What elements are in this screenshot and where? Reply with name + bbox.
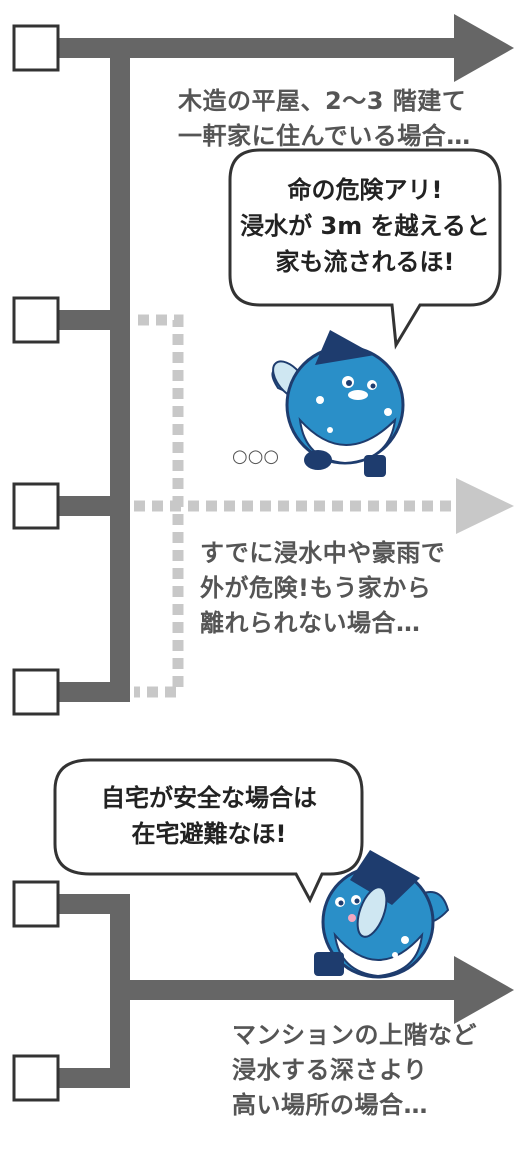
bottom-flow-lines [58,894,514,1088]
branch-text-line: マンションの上階など [232,1021,477,1049]
branch-text-line: すでに浸水中や豪雨で [200,539,446,567]
bubble-text-line: 在宅避難なほ! [131,820,287,848]
bubble-text-line: 家も流されるほ! [275,248,455,276]
checkbox [12,880,60,928]
bubble-text-line: 浸水が 3m を越えると [240,212,490,240]
top-flow-lines [58,14,514,702]
checkbox [12,24,60,72]
checkbox [12,668,60,716]
branch-text-3: マンションの上階など 浸水する深さより 高い場所の場合… [232,1018,477,1123]
speech-bubble-2 [53,758,364,904]
checkbox [12,1054,60,1102]
bubble-text-line: 自宅が安全な場合は [101,784,317,812]
checkbox [12,296,60,344]
dotted-flow-lines [134,314,456,698]
mascot-sitting-icon [314,850,450,979]
branch-text-line: 外が危険!もう家から [200,574,432,602]
checkbox [12,482,60,530]
bubble-text-1: 命の危険アリ! 浸水が 3m を越えると 家も流されるほ! [232,172,498,280]
svg-text:○○○: ○○○ [232,446,279,467]
branch-text-line: 高い場所の場合… [232,1091,428,1119]
bubble-text-2: 自宅が安全な場合は 在宅避難なほ! [58,780,360,852]
mascot-walking-icon: ○○○ [232,330,405,477]
branch-text-line: 一軒家に住んでいる場合… [178,122,471,150]
branch-text-line: 浸水する深さより [232,1056,428,1084]
dotted-arrow-head [456,478,514,534]
branch-text-line: 木造の平屋、2〜3 階建て [178,87,467,115]
branch-text-2: すでに浸水中や豪雨で 外が危険!もう家から 離れられない場合… [200,536,445,641]
checkbox-group-bottom [12,880,60,1102]
branch-text-line: 離れられない場合… [200,609,421,637]
checkbox-group-top [12,24,60,716]
speech-bubble-1 [228,148,502,350]
branch-text-1: 木造の平屋、2〜3 階建て 一軒家に住んでいる場合… [178,84,471,154]
bubble-text-line: 命の危険アリ! [287,176,443,204]
